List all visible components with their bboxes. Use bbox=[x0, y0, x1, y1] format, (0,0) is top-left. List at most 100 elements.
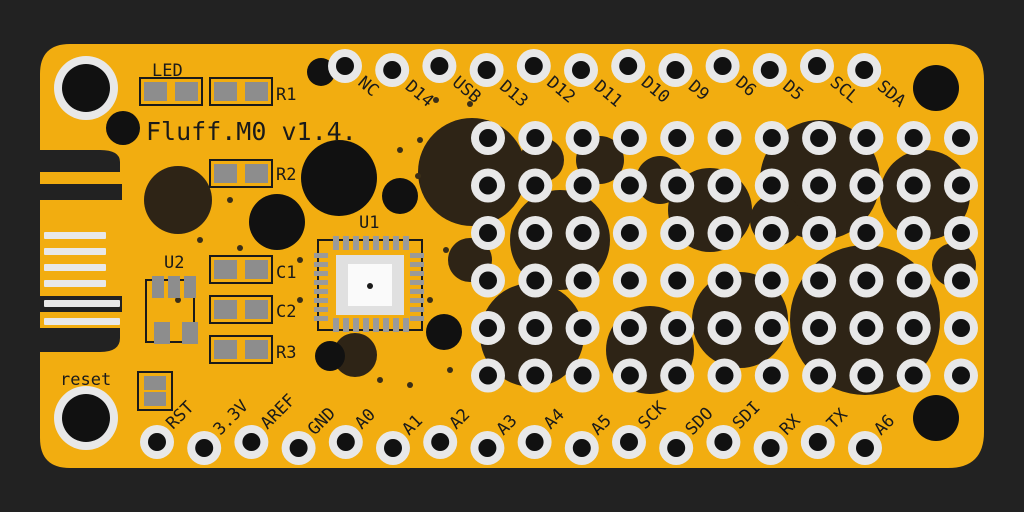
small-via bbox=[377, 377, 383, 383]
small-via bbox=[297, 297, 303, 303]
c2-component-pad-left bbox=[214, 300, 237, 319]
usb-contact bbox=[44, 280, 106, 287]
usb-contact bbox=[44, 300, 120, 307]
r2-component-pad-right bbox=[245, 164, 268, 183]
u1-pin bbox=[353, 318, 359, 332]
proto-pad bbox=[802, 311, 837, 345]
proto-pad-hole bbox=[857, 271, 876, 290]
u1-pin bbox=[343, 318, 349, 332]
proto-pad-hole bbox=[952, 129, 970, 147]
u1-pin bbox=[363, 236, 369, 250]
via-hole bbox=[382, 178, 418, 214]
proto-pad bbox=[565, 121, 600, 155]
proto-pad-hole bbox=[810, 224, 829, 242]
u1-pin bbox=[410, 262, 424, 267]
proto-pad-hole bbox=[620, 176, 639, 195]
bottom-header-pin bbox=[800, 425, 835, 459]
bottom-header-pin bbox=[328, 425, 363, 459]
proto-pad bbox=[471, 168, 505, 203]
header-pin-hole bbox=[760, 61, 779, 79]
proto-pad bbox=[896, 358, 931, 393]
proto-pad bbox=[565, 358, 600, 393]
via-hole bbox=[301, 140, 377, 216]
top-header-pin bbox=[658, 53, 693, 87]
top-header-pin bbox=[611, 49, 646, 83]
usb-port-icon bbox=[44, 232, 120, 325]
reset-pad bbox=[144, 376, 166, 390]
header-pin-hole bbox=[808, 433, 827, 451]
c1-component bbox=[209, 255, 273, 284]
mounting-hole-drill bbox=[62, 64, 110, 112]
header-pin-hole bbox=[195, 439, 214, 457]
proto-pad-hole bbox=[857, 224, 876, 242]
top-header-pin bbox=[469, 53, 504, 87]
proto-pad-hole bbox=[715, 176, 734, 195]
proto-pad-hole bbox=[715, 271, 734, 290]
u1-pin bbox=[410, 316, 424, 321]
proto-pad bbox=[518, 263, 553, 298]
top-header-pin bbox=[752, 53, 787, 87]
proto-pad bbox=[802, 358, 837, 393]
bottom-header-pin bbox=[612, 425, 646, 459]
proto-pad bbox=[754, 311, 789, 345]
proto-pad bbox=[565, 168, 600, 203]
label-u2: U2 bbox=[164, 253, 184, 273]
r1-component-pad-right bbox=[245, 82, 268, 101]
header-pin-hole bbox=[808, 57, 826, 75]
u1-pin bbox=[403, 318, 409, 332]
u1-pin bbox=[314, 280, 328, 285]
proto-pad-hole bbox=[810, 366, 829, 385]
u1-pin bbox=[410, 280, 424, 285]
proto-pad-hole bbox=[620, 129, 639, 147]
proto-pad-hole bbox=[762, 366, 781, 385]
u2-pad bbox=[154, 322, 170, 344]
proto-pad-hole bbox=[904, 176, 923, 195]
proto-pad bbox=[471, 121, 505, 155]
proto-pad-hole bbox=[904, 366, 923, 385]
proto-pad bbox=[707, 216, 742, 250]
header-pin-hole bbox=[572, 439, 591, 457]
proto-pad-hole bbox=[573, 176, 592, 195]
proto-pad bbox=[849, 358, 884, 393]
proto-pad-hole bbox=[573, 366, 592, 385]
header-pin-hole bbox=[761, 439, 780, 457]
header-pin-hole bbox=[383, 61, 402, 79]
proto-pad bbox=[707, 263, 742, 298]
r3-component-outline bbox=[209, 335, 273, 364]
proto-pad-hole bbox=[904, 271, 923, 290]
u1-pin bbox=[314, 307, 328, 312]
proto-pad bbox=[802, 168, 837, 203]
led-component-pad-left bbox=[144, 82, 167, 101]
proto-pad bbox=[849, 168, 884, 203]
small-via bbox=[197, 237, 203, 243]
label-c2: C2 bbox=[276, 302, 296, 322]
proto-pad bbox=[754, 263, 789, 298]
proto-pad-hole bbox=[952, 224, 970, 242]
bottom-header-pin bbox=[281, 431, 316, 465]
mounting-hole-icon bbox=[913, 65, 959, 111]
r3-component-pad-right bbox=[245, 340, 268, 359]
u1-pin bbox=[333, 318, 339, 332]
proto-pad bbox=[754, 121, 789, 155]
top-header-pin bbox=[328, 49, 362, 83]
proto-pad bbox=[944, 216, 978, 250]
small-via bbox=[237, 245, 243, 251]
usb-contact bbox=[44, 318, 120, 325]
reset-outline bbox=[137, 371, 173, 411]
bottom-header-pin bbox=[376, 431, 410, 465]
header-pin-hole bbox=[713, 57, 732, 75]
header-pin-hole bbox=[856, 439, 874, 457]
proto-pad-hole bbox=[479, 319, 497, 337]
u1-pin bbox=[314, 262, 328, 267]
mounting-hole-icon bbox=[54, 386, 118, 450]
proto-pad-hole bbox=[479, 271, 497, 290]
via-hole bbox=[315, 341, 345, 371]
top-header-pin bbox=[847, 53, 882, 87]
header-pin-hole bbox=[336, 57, 354, 75]
header-pin-hole bbox=[620, 433, 638, 451]
u1-pin bbox=[314, 316, 328, 321]
label-r3: R3 bbox=[276, 343, 296, 363]
label-reset: reset bbox=[60, 370, 111, 390]
proto-pad-hole bbox=[573, 129, 592, 147]
proto-pad bbox=[707, 311, 742, 345]
